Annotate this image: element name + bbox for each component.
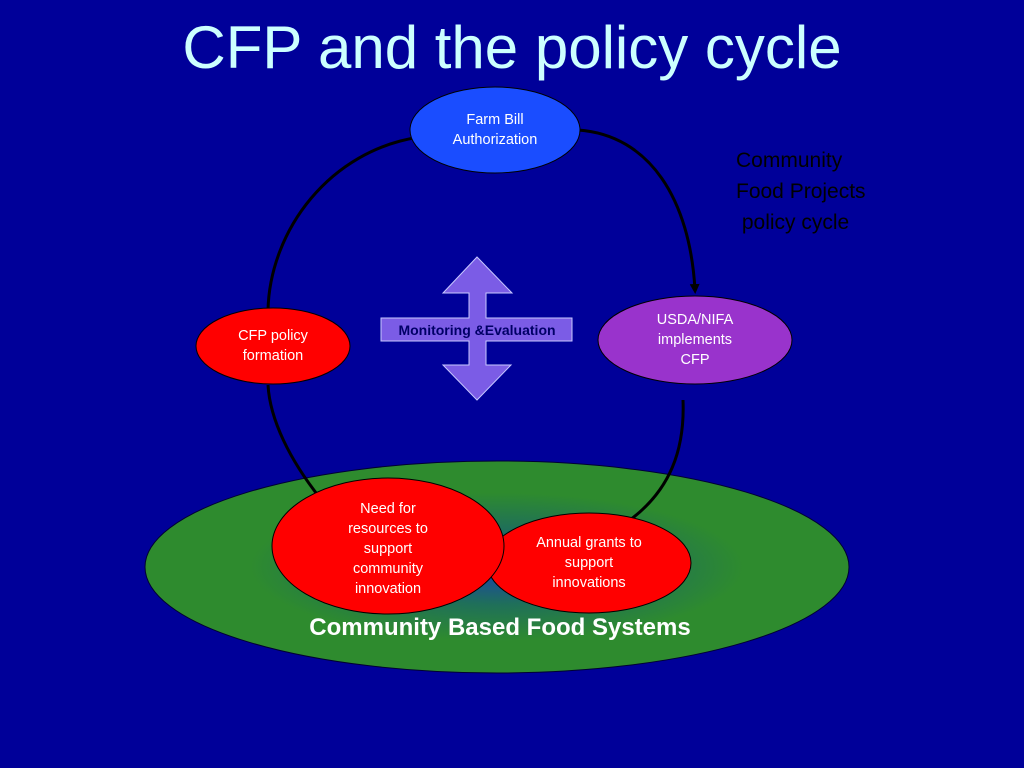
arc-need-to-cfp: [266, 384, 322, 499]
cfp-policy-node: [195, 307, 351, 385]
arc-usda-to-grants: [629, 399, 685, 522]
usda-label: USDA/NIFA implements CFP: [656, 312, 734, 368]
usda-node: [597, 295, 793, 385]
monitoring-evaluation-arrow: [380, 256, 573, 401]
community-food-systems-label: Community Based Food Systems: [309, 614, 691, 641]
slide-title: CFP and the policy cycle: [182, 14, 842, 81]
farm-bill-label: Farm Bill Authorization: [452, 112, 538, 148]
need-node: [271, 477, 505, 615]
farm-bill-node: [409, 86, 581, 174]
arrow-farm-bill-to-usda: [577, 128, 700, 294]
cfp-policy-label: CFP policy formation: [238, 328, 308, 364]
cycle-side-note: Community Food Projects policy cycle: [736, 149, 866, 234]
monitoring-evaluation-label: Monitoring &Evaluation: [398, 321, 556, 338]
need-label: Need for resources to support community …: [348, 501, 428, 597]
grants-label: Annual grants to support innovations: [536, 535, 642, 591]
arrow-cfp-to-farm-bill: [266, 132, 424, 311]
